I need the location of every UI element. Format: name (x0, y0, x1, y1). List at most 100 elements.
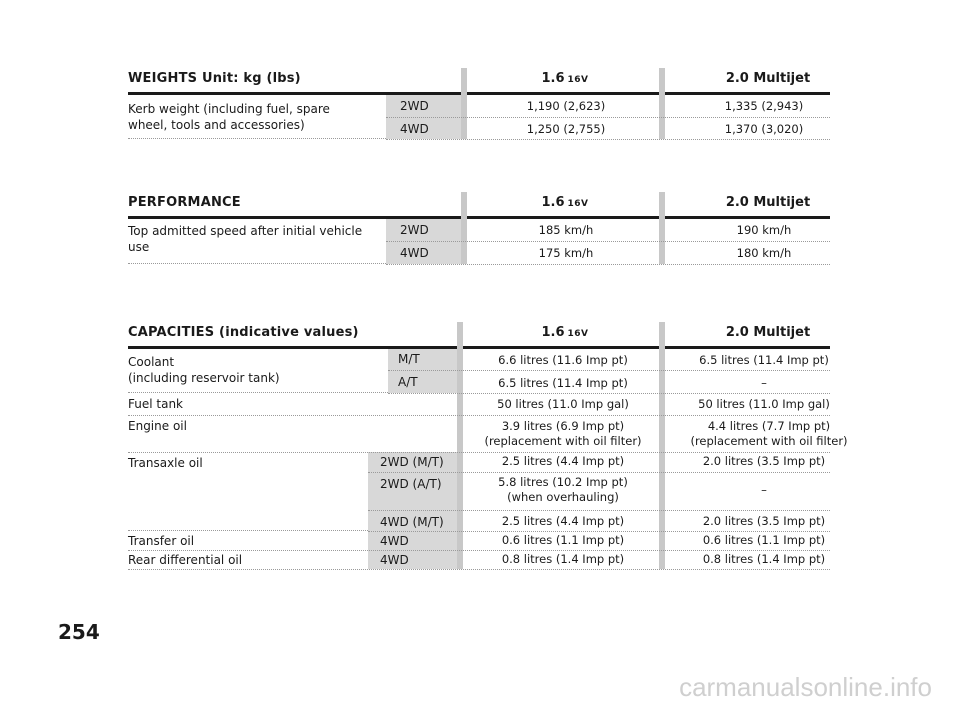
table-row: Fuel tank 50 litres (11.0 Imp gal) 50 li… (128, 393, 830, 416)
table-row: A/T 6.5 litres (11.4 Imp pt) – (388, 371, 830, 394)
value-petrol: 0.8 litres (1.4 Imp pt) (501, 552, 625, 566)
value-note: (replacement with oil filter) (484, 434, 642, 448)
col-petrol-suffix: 16V (567, 329, 589, 339)
variant-label: A/T (398, 375, 418, 389)
value-diesel: 1,335 (2,943) (724, 99, 804, 113)
value-petrol: 2.5 litres (4.4 Imp pt) (501, 454, 625, 468)
variant-shade (388, 349, 457, 393)
coolant-label-note: (including reservoir tank) (128, 371, 280, 385)
weights-title: WEIGHTS Unit: kg (lbs) (128, 71, 301, 86)
table-row: 4WD 1,250 (2,755) 1,370 (3,020) (386, 118, 830, 140)
value-line: 5.8 litres (10.2 Imp pt) (498, 475, 628, 489)
value-petrol: 6.5 litres (11.4 Imp pt) (498, 376, 628, 390)
weights-col-diesel: 2.0 Multijet (725, 71, 811, 86)
performance-title: PERFORMANCE (128, 195, 241, 210)
coolant-label: Coolant (including reservoir tank) (128, 354, 280, 386)
value-line: 3.9 litres (6.9 Imp pt) (501, 419, 625, 433)
row-divider (128, 392, 388, 393)
value-note: (replacement with oil filter) (690, 434, 848, 448)
value-diesel: 6.5 litres (11.4 Imp pt) (699, 353, 829, 367)
variant-label: M/T (398, 352, 420, 366)
col-petrol-suffix: 16V (567, 199, 589, 209)
kerb-weight-label: Kerb weight (including fuel, spare wheel… (128, 102, 330, 132)
col-petrol-base: 1.6 (541, 195, 565, 210)
value-diesel: 0.8 litres (1.4 Imp pt) (702, 552, 826, 566)
watermark: carmanualsonline.info (679, 672, 932, 702)
capacities-title: CAPACITIES (indicative values) (128, 325, 359, 340)
value-petrol: 185 km/h (538, 223, 594, 237)
table-row: Transfer oil 4WD 0.6 litres (1.1 Imp pt)… (128, 531, 830, 551)
value-petrol: 175 km/h (538, 246, 594, 260)
value-petrol: 0.6 litres (1.1 Imp pt) (501, 533, 625, 547)
value-diesel: 190 km/h (736, 223, 792, 237)
value-diesel: – (761, 376, 767, 390)
transfer-oil-label: Transfer oil (128, 534, 195, 548)
value-diesel: 4.4 litres (7.7 Imp pt) (replacement wit… (669, 419, 869, 449)
value-diesel: 180 km/h (736, 246, 792, 260)
row-divider (128, 138, 386, 139)
variant-label: 2WD (400, 223, 429, 237)
col-petrol-suffix: 16V (567, 75, 589, 85)
column-divider (659, 322, 665, 569)
value-diesel: 2.0 litres (3.5 Imp pt) (702, 454, 826, 468)
column-divider (461, 68, 467, 139)
page-number: 254 (58, 620, 100, 644)
variant-label: 4WD (380, 553, 409, 567)
table-row: 4WD 175 km/h 180 km/h (386, 242, 830, 265)
variant-label: 4WD (400, 246, 429, 260)
col-petrol-base: 1.6 (541, 325, 565, 340)
value-petrol: 2.5 litres (4.4 Imp pt) (501, 514, 625, 528)
engine-oil-label: Engine oil (128, 419, 187, 433)
table-row: 2WD (M/T) 2.5 litres (4.4 Imp pt) 2.0 li… (368, 452, 830, 473)
table-row: 2WD (A/T) 5.8 litres (10.2 Imp pt) (when… (368, 473, 830, 511)
variant-label: 2WD (400, 99, 429, 113)
variant-label: 2WD (M/T) (380, 455, 444, 469)
performance-col-diesel: 2.0 Multijet (725, 195, 811, 210)
value-petrol: 1,250 (2,755) (526, 122, 606, 136)
value-petrol: 6.6 litres (11.6 Imp pt) (498, 353, 628, 367)
value-note: (when overhauling) (507, 490, 619, 504)
column-divider (659, 68, 665, 139)
value-diesel: – (761, 483, 767, 497)
table-row: 4WD (M/T) 2.5 litres (4.4 Imp pt) 2.0 li… (368, 511, 830, 532)
row-divider (128, 263, 386, 264)
column-divider (461, 192, 467, 264)
table-row: Rear differential oil 4WD 0.8 litres (1.… (128, 551, 830, 570)
column-divider (457, 322, 463, 569)
capacities-col-diesel: 2.0 Multijet (725, 325, 811, 340)
coolant-label-line: Coolant (128, 355, 175, 369)
variant-label: 4WD (380, 534, 409, 548)
value-line: 4.4 litres (7.7 Imp pt) (707, 419, 831, 433)
value-petrol: 50 litres (11.0 Imp gal) (497, 397, 629, 411)
variant-label: 2WD (A/T) (380, 477, 442, 491)
value-petrol: 1,190 (2,623) (526, 99, 606, 113)
top-speed-label: Top admitted speed after initial vehicle… (128, 224, 363, 254)
table-row: M/T 6.6 litres (11.6 Imp pt) 6.5 litres … (388, 349, 830, 371)
col-petrol-base: 1.6 (541, 71, 565, 86)
row-divider (128, 530, 368, 531)
column-divider (659, 192, 665, 264)
variant-label: 4WD (M/T) (380, 515, 444, 529)
variant-label: 4WD (400, 122, 429, 136)
fuel-tank-label: Fuel tank (128, 397, 183, 411)
table-row: Engine oil 3.9 litres (6.9 Imp pt) (repl… (128, 416, 848, 453)
rear-diff-label: Rear differential oil (128, 553, 243, 567)
table-row: 2WD 1,190 (2,623) 1,335 (2,943) (386, 95, 830, 118)
value-diesel: 50 litres (11.0 Imp gal) (698, 397, 830, 411)
value-diesel: 0.6 litres (1.1 Imp pt) (702, 533, 826, 547)
value-petrol: 3.9 litres (6.9 Imp pt) (replacement wit… (463, 419, 663, 449)
transaxle-oil-label: Transaxle oil (128, 456, 203, 470)
value-diesel: 2.0 litres (3.5 Imp pt) (702, 514, 826, 528)
value-diesel: 1,370 (3,020) (724, 122, 804, 136)
table-row: 2WD 185 km/h 190 km/h (386, 219, 830, 242)
value-petrol: 5.8 litres (10.2 Imp pt) (when overhauli… (463, 475, 663, 505)
